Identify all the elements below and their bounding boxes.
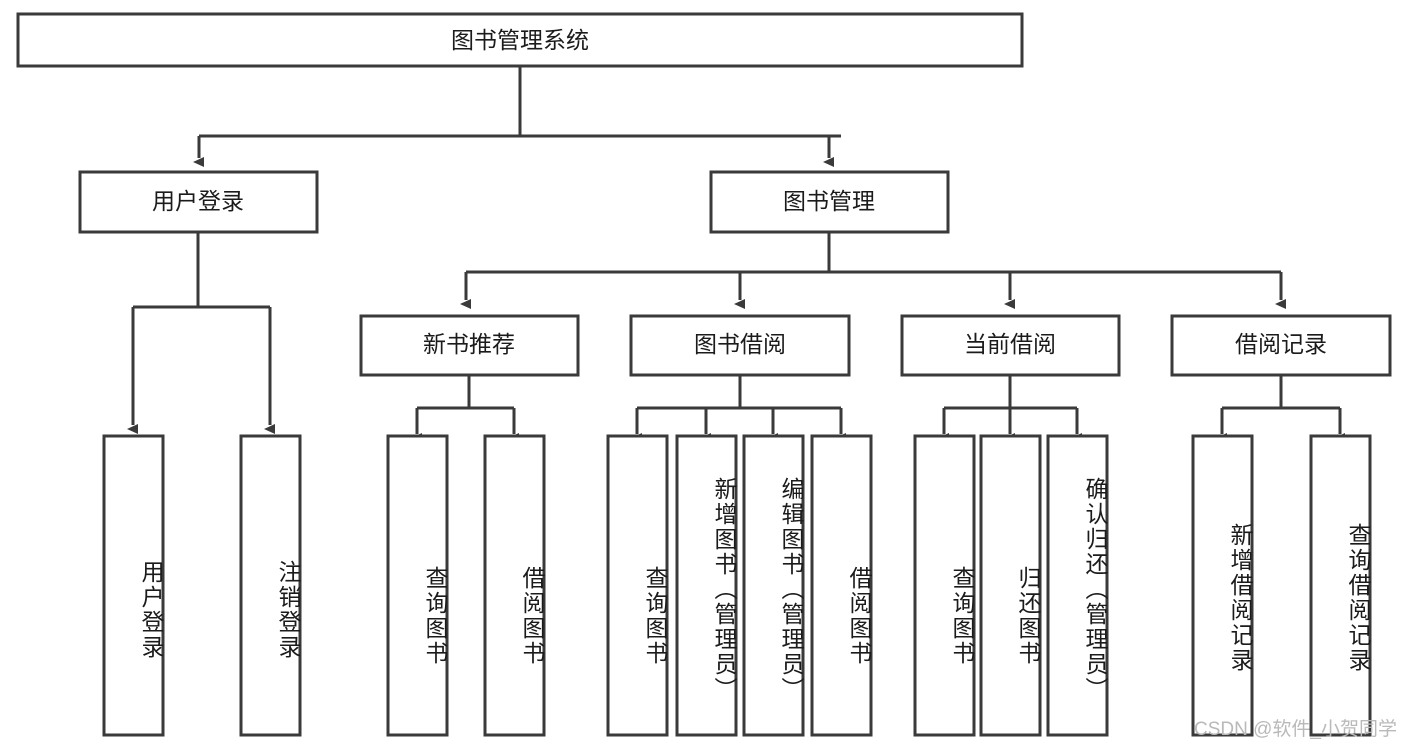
leaf-box-query-book-2[interactable]	[606, 434, 669, 737]
node-book-borrow-label: 图书借阅	[694, 331, 786, 357]
leaf-box-add-book[interactable]	[675, 434, 738, 737]
connector-group-book-management	[460, 232, 1286, 309]
node-book-borrow[interactable]: 图书借阅	[629, 314, 851, 377]
node-new-book-recommend[interactable]: 新书推荐	[359, 314, 580, 377]
node-borrow-record[interactable]: 借阅记录	[1170, 314, 1392, 377]
node-root[interactable]: 图书管理系统	[16, 12, 1024, 68]
connector-group-book-borrow	[631, 375, 846, 443]
node-current-borrow[interactable]: 当前借阅	[900, 314, 1121, 377]
node-current-borrow-label: 当前借阅	[964, 331, 1056, 357]
leaf-box-edit-book[interactable]	[742, 434, 805, 737]
leaf-box-query-book-1[interactable]	[386, 434, 449, 737]
leaf-box-query-book-3[interactable]	[913, 434, 976, 737]
leaf-box-logout-login[interactable]	[239, 434, 302, 737]
leaf-box-confirm-return[interactable]	[1046, 434, 1109, 737]
connector-group-current-borrow	[938, 375, 1082, 443]
csdn-watermark: CSDN @软件_小贺同学	[1194, 719, 1397, 740]
node-user-login-label: 用户登录	[152, 188, 244, 214]
node-borrow-record-label: 借阅记录	[1235, 331, 1327, 357]
leaf-box-add-record[interactable]	[1191, 434, 1254, 737]
connector-group-borrow-record	[1216, 375, 1345, 443]
connector-group-new-book-recommend	[411, 375, 519, 443]
node-book-management-label: 图书管理	[783, 188, 875, 214]
leaf-box-borrow-book-2[interactable]	[810, 434, 873, 737]
connector-group-root	[193, 66, 841, 167]
leaf-box-borrow-book-1[interactable]	[483, 434, 546, 737]
leaf-box-query-record[interactable]	[1309, 434, 1372, 737]
node-book-management[interactable]: 图书管理	[709, 170, 950, 234]
node-root-label: 图书管理系统	[451, 27, 589, 53]
connector-group-user-login	[127, 232, 275, 434]
node-new-book-recommend-label: 新书推荐	[423, 331, 515, 357]
leaf-box-user-login[interactable]	[102, 434, 165, 737]
leaf-box-return-book[interactable]	[979, 434, 1042, 737]
node-user-login[interactable]: 用户登录	[78, 170, 319, 234]
